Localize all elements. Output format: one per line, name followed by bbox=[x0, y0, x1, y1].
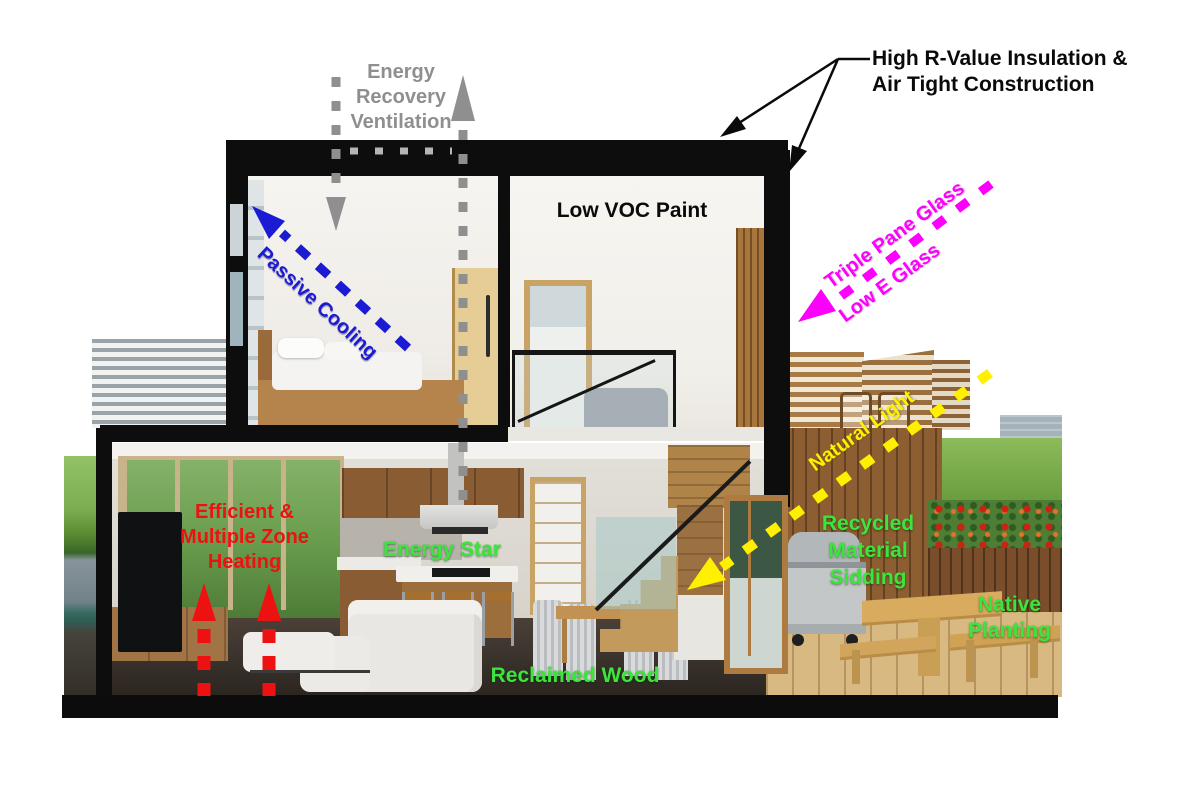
recycled-label-line: Sidding bbox=[829, 566, 907, 589]
recycled-label-line: Material bbox=[828, 539, 908, 562]
wardrobe-handle bbox=[486, 295, 490, 357]
range-hood-mouth bbox=[432, 527, 488, 534]
left-wall-window-slot bbox=[230, 272, 243, 346]
picnic-bench-leg bbox=[1030, 636, 1038, 678]
erv-label-line: Recovery bbox=[355, 86, 447, 108]
ottoman bbox=[243, 632, 335, 672]
picnic-bench-leg bbox=[966, 640, 974, 682]
energy-recovery-ventilation-label: Energy Recovery Ventilation bbox=[320, 60, 482, 135]
cooktop bbox=[432, 568, 490, 577]
left-privacy-trellis bbox=[92, 339, 232, 428]
picnic-bench-leg bbox=[852, 650, 860, 684]
erv-label-line: Ventilation bbox=[350, 111, 452, 133]
bbq-grill-wheel bbox=[792, 634, 804, 646]
native-label-line: Native bbox=[977, 593, 1042, 616]
low-voc-paint-label: Low VOC Paint bbox=[556, 199, 708, 222]
erv-label-line: Energy bbox=[367, 61, 435, 83]
heating-label-line: Heating bbox=[207, 551, 282, 573]
high-r-value-insulation-label: High R-Value Insulation & Air Tight Cons… bbox=[872, 46, 1182, 98]
loft-bed bbox=[584, 388, 668, 427]
heating-label-line: Efficient & bbox=[195, 501, 294, 523]
reclaimed-wood-label: Reclaimed Wood bbox=[490, 664, 660, 687]
energy-star-label: Energy Star bbox=[383, 538, 501, 561]
stair-mid-wall bbox=[677, 505, 723, 595]
insulation-leader-line bbox=[738, 57, 839, 125]
efficient-heating-label: Efficient & Multiple Zone Heating bbox=[152, 500, 337, 575]
roof bbox=[226, 140, 788, 176]
left-wall-window-slot bbox=[230, 204, 243, 256]
coffee-table-frame bbox=[250, 670, 370, 673]
bar-stool bbox=[482, 592, 514, 646]
deck-fence bbox=[932, 360, 970, 430]
insulation-label-line: Air Tight Construction bbox=[872, 73, 1095, 96]
bedroom-hall-wall bbox=[498, 176, 510, 428]
slat-window-column bbox=[736, 228, 764, 440]
lower-left-wall bbox=[96, 428, 112, 698]
ground-line bbox=[62, 695, 1058, 718]
pantry-door bbox=[530, 477, 586, 615]
triple-pane-dashed-line bbox=[829, 180, 994, 307]
bbq-grill-body bbox=[782, 562, 866, 634]
sofa bbox=[348, 600, 482, 692]
insulation-leader-line bbox=[795, 58, 840, 154]
mid-floor-band bbox=[100, 425, 508, 442]
insulation-arrowhead-icon bbox=[789, 145, 807, 172]
landing-floor bbox=[508, 427, 764, 441]
living-ceiling bbox=[112, 443, 766, 459]
triple-pane-arrow-group bbox=[798, 180, 994, 322]
heating-label-line: Multiple Zone bbox=[180, 526, 309, 548]
bed-pillow bbox=[278, 338, 324, 358]
range-hood-stack bbox=[448, 443, 464, 507]
native-planting-label: Native Planting bbox=[927, 592, 1092, 644]
upper-right-wall bbox=[764, 150, 790, 507]
native-label-line: Planting bbox=[968, 619, 1051, 642]
dining-table-leg bbox=[562, 619, 567, 663]
insulation-arrowhead-icon bbox=[720, 116, 746, 137]
left-yard-grass bbox=[64, 456, 101, 698]
recycled-material-sidding-label: Recycled Material Sidding bbox=[778, 510, 958, 591]
television bbox=[118, 512, 182, 652]
range-hood bbox=[420, 505, 498, 529]
recycled-label-line: Recycled bbox=[821, 512, 915, 535]
insulation-label-line: High R-Value Insulation & bbox=[872, 47, 1128, 70]
sliding-door-divider bbox=[748, 501, 751, 656]
